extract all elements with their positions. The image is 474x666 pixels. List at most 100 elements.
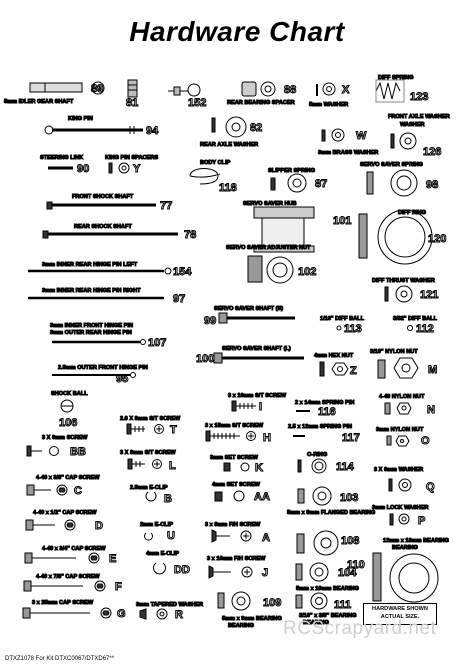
part-number: O	[421, 435, 430, 447]
part-label: 3 x 15mm S/T SCREW	[205, 423, 264, 429]
part-number: 154	[173, 266, 192, 278]
e-clip-4mm-icon	[153, 562, 166, 575]
part-label: 4mm HEX NUT	[314, 353, 354, 359]
part-number: T	[170, 424, 177, 436]
servo-saver-shaft-s-icon	[218, 312, 295, 324]
diff-thrust-washer-icon	[384, 285, 413, 303]
st-screw-8mm-icon	[126, 423, 164, 435]
part-number: 112	[416, 323, 434, 335]
diff-spring-icon	[375, 79, 405, 103]
part-number: 98	[426, 179, 438, 191]
flanged-bearing-icon	[297, 486, 332, 506]
set-screw-4mm-icon	[214, 490, 245, 502]
part-number: Y	[133, 163, 141, 175]
nylon-nut-small-icon	[384, 402, 412, 415]
part-label: 4mm SET SCREW	[212, 482, 261, 488]
set-screw-3mm-icon	[223, 462, 250, 472]
part-label: DIFF SPRING	[378, 75, 413, 81]
part-label: 3 x 10mm F/H SCREW	[207, 556, 266, 562]
rear-shock-shaft-icon	[42, 230, 178, 239]
part-label: 5mm x 9mm BEARING	[222, 616, 282, 622]
note-line-2: ACTUAL SIZE.	[380, 614, 420, 620]
part-label: DIFF THRUST WASHER	[372, 278, 435, 284]
watermark: RCScrapyard.net	[283, 618, 437, 639]
bearing-5x9-icon	[217, 591, 251, 611]
part-label: 3mm INNER REAR HINGE PIN LEFT	[42, 262, 138, 268]
part-label: SERVO SAVER ADJUSTER NUT	[226, 245, 311, 251]
part-number: K	[255, 462, 263, 474]
part-label: 4-40 x 3/4" CAP SCREW	[42, 546, 106, 552]
part-number: 104	[338, 567, 357, 579]
part-number: P	[418, 515, 425, 527]
diff-ball-small-icon	[336, 325, 342, 331]
part-number: 111	[334, 599, 351, 611]
cap-screw-3-8-icon	[26, 484, 68, 496]
idler-gear-shaft-icon	[29, 81, 105, 95]
part-number: 100	[196, 353, 214, 365]
part-number: Q	[426, 481, 435, 493]
part-number: M	[428, 364, 437, 376]
part-label: 4-40 x 1/2" CAP SCREW	[33, 510, 97, 516]
part-number: H	[263, 432, 271, 444]
part-number: D	[95, 520, 103, 532]
servo-saver-hub-icon	[253, 206, 315, 253]
bearing-3-16-icon	[295, 592, 328, 610]
part-label: BODY CLIP	[200, 160, 231, 166]
part-label: SERVO SAVER HUB	[243, 201, 297, 207]
part-label: 3 x 25mm CAP SCREW	[32, 600, 94, 606]
part-label: 4-40 NYLON NUT	[379, 394, 425, 400]
part-number: U	[167, 530, 175, 542]
part-label: 2 x 14mm SPRING PIN	[295, 400, 354, 406]
part-number: W	[356, 130, 367, 142]
part-label: SERVO SAVER SPRING	[360, 162, 423, 168]
part-number: B	[164, 493, 172, 505]
washer-3x6-icon	[388, 478, 412, 492]
part-label: REAR SHOCK SHAFT	[74, 224, 132, 230]
part-label: 3mm INNER REAR HINGE PIN RIGHT	[42, 288, 141, 294]
part-number: 94	[146, 125, 159, 137]
part-number: BB	[70, 446, 86, 458]
part-number: 82	[250, 122, 262, 134]
part-label-line2: BEARING	[228, 623, 254, 629]
part-label: 2.5 x 12mm SPRING PIN	[288, 424, 352, 430]
part-label: 5mm x 8mm FLANGED BEARING	[287, 510, 375, 516]
part-label: 3/16" x 3/8" BEARING	[299, 613, 357, 619]
part-label: FRONT AXLE WASHER	[388, 114, 450, 120]
part-number: N	[427, 404, 435, 416]
shock-ball-icon	[60, 399, 74, 413]
part-number: 118	[219, 182, 237, 194]
servo-saver-shaft-l-icon	[213, 352, 304, 364]
front-shock-shaft-icon	[46, 201, 156, 210]
part-label: FRONT SHOCK SHAFT	[72, 194, 134, 200]
part-number: 78	[184, 229, 196, 241]
part-number: 123	[410, 91, 428, 103]
part-label: 3mm TAPERED WASHER	[136, 602, 203, 608]
st-screw-10mm-icon	[231, 400, 256, 412]
part-number: 152	[188, 97, 206, 109]
part-number: DD	[174, 564, 190, 576]
part-label: STEERING LINK	[40, 155, 83, 161]
brass-washer-icon	[321, 128, 345, 142]
part-number: 120	[428, 233, 446, 245]
part-label: 3mm LOCK WASHER	[372, 505, 429, 511]
part-label: 3mm BRASS WASHER	[318, 150, 378, 156]
part-number: 90	[77, 163, 89, 175]
slipper-spring-icon	[270, 173, 307, 193]
part-label: 3mm INNER FRONT HINGE PIN	[50, 323, 133, 329]
part-label: 3/16" NYLON NUT	[370, 349, 418, 355]
part-label: O-RING	[307, 452, 327, 458]
nylon-nut-large-icon	[377, 357, 419, 379]
part-number: 106	[59, 417, 77, 429]
part-label: 4-40 x 3/8" CAP SCREW	[36, 475, 100, 481]
e-clip-2-5-icon	[145, 491, 157, 502]
part-label: 2.5mm E-CLIP	[130, 485, 168, 491]
part-label-line2: BEARING	[392, 545, 418, 551]
hinge-pin-left-icon	[28, 267, 172, 275]
part-number: 113	[344, 323, 362, 335]
cap-screw-7-8-icon	[23, 580, 106, 592]
part-number: I	[259, 401, 262, 413]
diff-ring-icon	[358, 209, 433, 265]
part-number: 103	[340, 492, 358, 504]
ball-stud-icon	[168, 83, 201, 97]
